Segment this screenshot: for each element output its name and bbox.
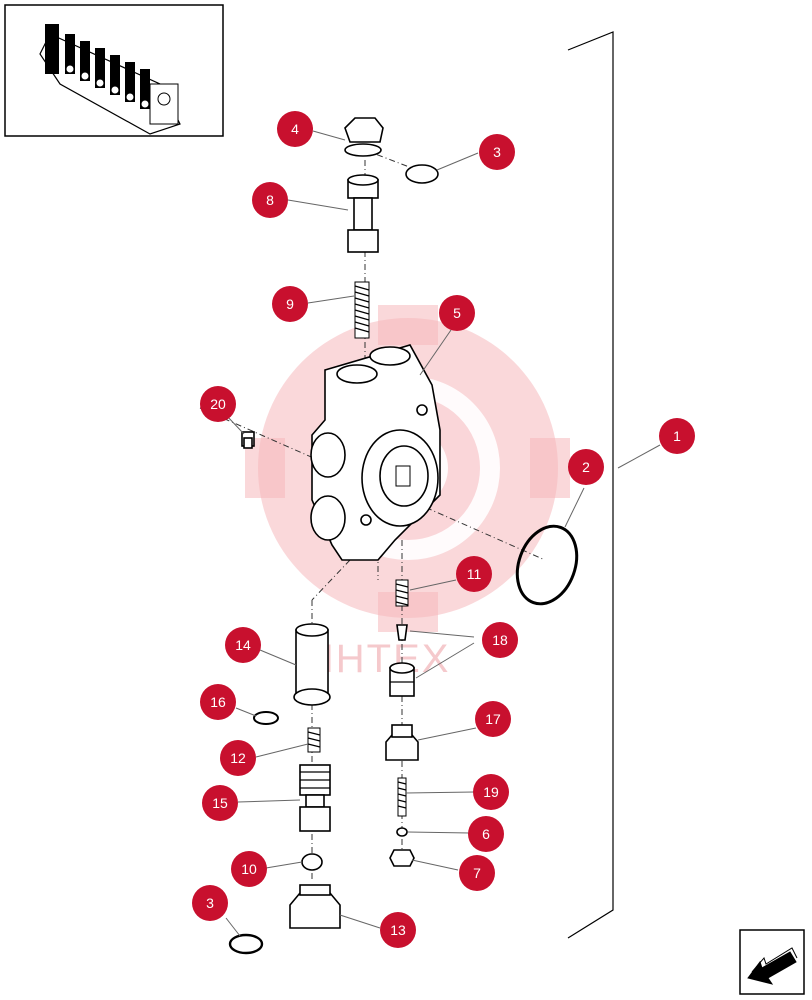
- cartridge-part: [299, 764, 331, 832]
- callout-label: 1: [673, 428, 681, 444]
- callout-label: 14: [235, 637, 251, 653]
- callout-14[interactable]: 14: [225, 627, 261, 663]
- spool-part: [347, 174, 379, 253]
- callout-8[interactable]: 8: [252, 182, 288, 218]
- callout-label: 6: [482, 826, 490, 842]
- callout-20[interactable]: 20: [200, 386, 236, 422]
- leader-lines: [225, 130, 661, 937]
- callout-label: 18: [492, 632, 508, 648]
- callout-label: 20: [210, 396, 226, 412]
- fitting-part: [241, 431, 255, 449]
- callout-13[interactable]: 13: [380, 912, 416, 948]
- callout-17[interactable]: 17: [475, 701, 511, 737]
- watermark-text: ИНТЕХ: [305, 637, 450, 681]
- ball-part: [301, 853, 323, 871]
- callout-label: 13: [390, 922, 406, 938]
- callout-label: 11: [467, 566, 482, 582]
- callout-1[interactable]: 1: [659, 418, 695, 454]
- adjusting-screw-part: [397, 777, 407, 817]
- small-spring-part: [395, 579, 409, 607]
- spring-part: [354, 281, 370, 339]
- callout-label: 19: [483, 784, 499, 800]
- callout-6[interactable]: 6: [468, 816, 504, 852]
- callout-3-bottom[interactable]: 3: [192, 885, 228, 921]
- callout-label: 9: [286, 296, 294, 312]
- callout-18[interactable]: 18: [482, 622, 518, 658]
- bottom-plug-part: [289, 884, 341, 929]
- valve-bank-thumbnail-icon: [39, 24, 181, 135]
- callout-label: 3: [206, 895, 214, 911]
- o-ring-bottom: [228, 933, 264, 955]
- callout-label: 5: [453, 305, 461, 321]
- snap-ring: [253, 711, 279, 725]
- poppet-part: [389, 624, 415, 697]
- callout-5[interactable]: 5: [439, 295, 475, 331]
- callout-11[interactable]: 11: [456, 556, 492, 592]
- callout-label: 10: [241, 861, 257, 877]
- callout-4[interactable]: 4: [277, 111, 313, 147]
- callout-label: 2: [582, 459, 590, 475]
- callout-label: 7: [473, 865, 481, 881]
- callout-10[interactable]: 10: [231, 851, 267, 887]
- callout-9[interactable]: 9: [272, 286, 308, 322]
- nut-part: [389, 849, 415, 867]
- callout-label: 4: [291, 121, 299, 137]
- relief-plug-part: [385, 724, 419, 761]
- callout-15[interactable]: 15: [202, 785, 238, 821]
- callout-label: 15: [212, 795, 228, 811]
- callout-label: 16: [210, 694, 226, 710]
- callout-16[interactable]: 16: [200, 684, 236, 720]
- callout-3-top[interactable]: 3: [479, 134, 515, 170]
- o-ring-large: [515, 524, 579, 606]
- valve-body-part: [310, 344, 441, 561]
- callout-label: 17: [485, 711, 501, 727]
- callout-19[interactable]: 19: [473, 774, 509, 810]
- assembly-bracket: [567, 31, 614, 939]
- o-ring-top: [405, 164, 439, 184]
- callout-label: 3: [493, 144, 501, 160]
- callout-label: 12: [230, 750, 246, 766]
- callout-label: 8: [266, 192, 274, 208]
- callout-12[interactable]: 12: [220, 740, 256, 776]
- thumbnail-box: [4, 4, 224, 137]
- sleeve-part: [293, 623, 331, 706]
- washer-part: [396, 827, 408, 837]
- return-arrow-button[interactable]: [739, 929, 805, 995]
- callout-7[interactable]: 7: [459, 855, 495, 891]
- check-spring-part: [307, 727, 321, 753]
- plug-part: [344, 117, 384, 157]
- callout-2[interactable]: 2: [568, 449, 604, 485]
